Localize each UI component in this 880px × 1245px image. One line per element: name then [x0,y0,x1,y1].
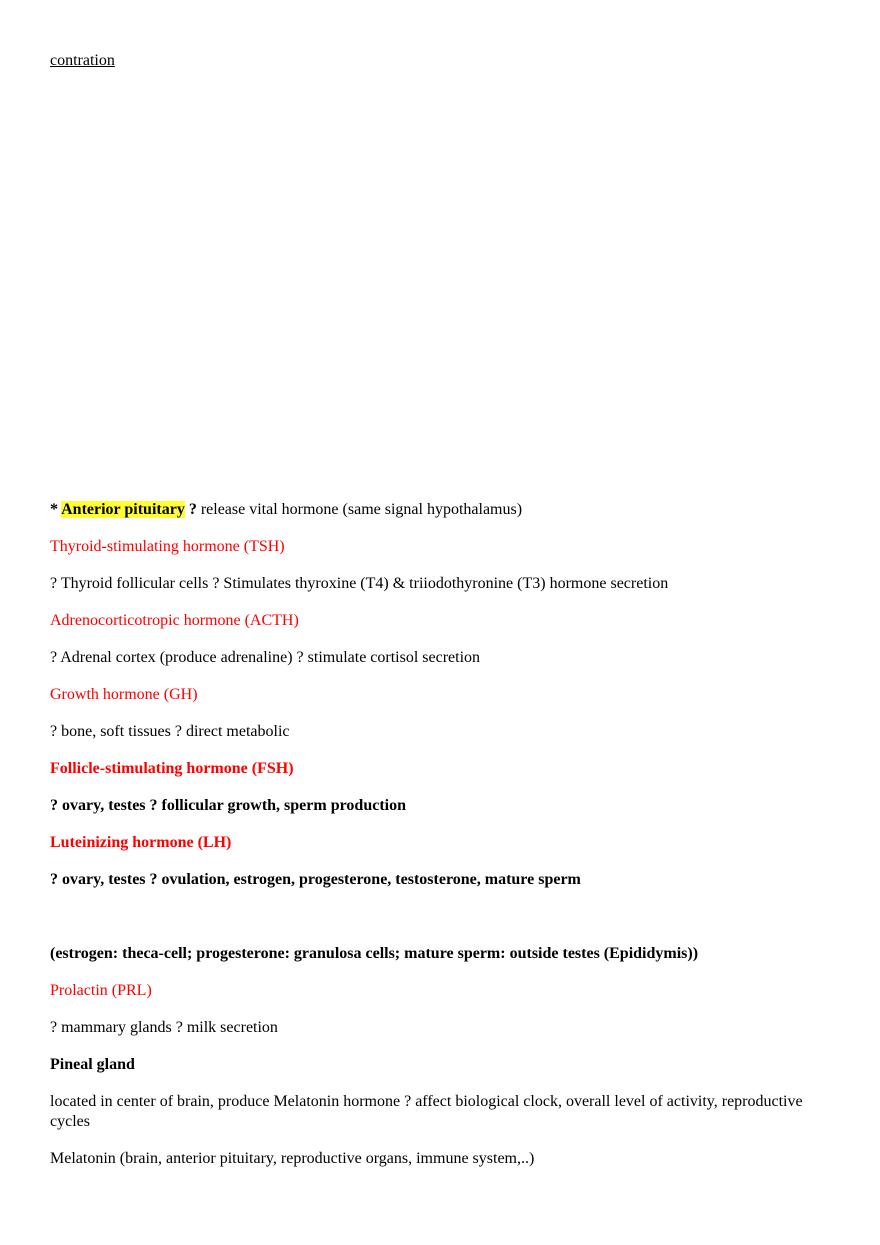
lh-description: ? ovary, testes ? ovulation, estrogen, p… [50,871,581,888]
lh-heading: Luteinizing hormone (LH) [50,834,232,851]
header-word: contration [50,52,115,69]
fsh-heading: Follicle-stimulating hormone (FSH) [50,760,294,777]
arrow-marker: ? [184,501,197,518]
gh-description: ? bone, soft tissues ? direct metabolic [50,723,290,740]
anterior-pituitary-line: * Anterior pituitary ? release vital hor… [50,500,840,520]
acth-heading: Adrenocorticotropic hormone (ACTH) [50,612,299,629]
tsh-description: ? Thyroid follicular cells ? Stimulates … [50,575,669,592]
prl-heading: Prolactin (PRL) [50,982,152,999]
bullet-marker: * [50,501,62,518]
fsh-description: ? ovary, testes ? follicular growth, spe… [50,797,406,814]
gh-heading: Growth hormone (GH) [50,686,198,703]
prl-description: ? mammary glands ? milk secretion [50,1019,278,1036]
anterior-pituitary-heading: Anterior pituitary [61,501,185,518]
acth-description: ? Adrenal cortex (produce adrenaline) ? … [50,649,481,666]
anterior-pituitary-description: release vital hormone (same signal hypot… [196,501,523,518]
pineal-gland-description: located in center of brain, produce Mela… [50,1093,803,1130]
document-body: * Anterior pituitary ? release vital hor… [50,500,840,1186]
pineal-gland-heading: Pineal gland [50,1056,135,1073]
hormone-note: (estrogen: theca-cell; progesterone: gra… [50,945,699,962]
tsh-heading: Thyroid-stimulating hormone (TSH) [50,538,285,555]
melatonin-targets: Melatonin (brain, anterior pituitary, re… [50,1150,535,1167]
